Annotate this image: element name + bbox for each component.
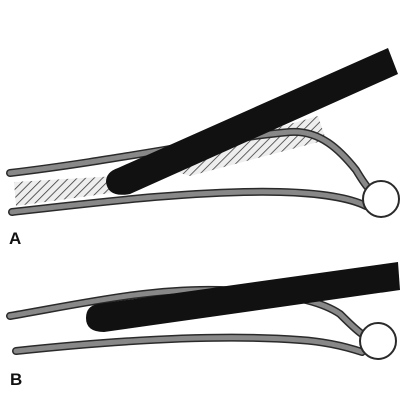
panel-a xyxy=(10,48,399,217)
panel-a-label: A xyxy=(9,229,21,249)
panel-b-ring xyxy=(360,323,396,359)
panel-a-ring xyxy=(363,181,399,217)
panel-b xyxy=(10,262,400,359)
panel-b-label: B xyxy=(10,370,22,390)
